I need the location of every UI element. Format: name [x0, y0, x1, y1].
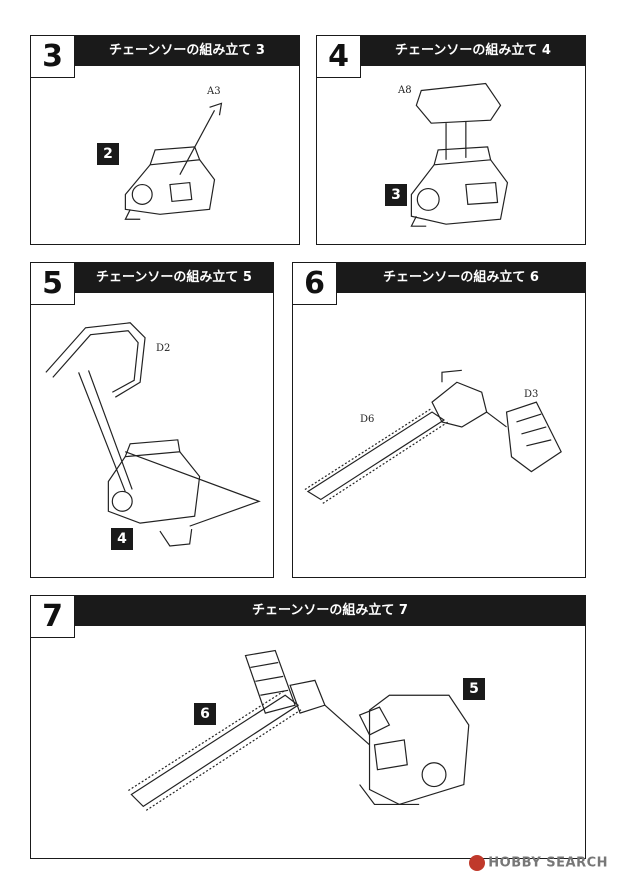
step-5-title: チェーンソーの組み立て 5: [96, 270, 252, 285]
step-7-ref-box-6: 6: [194, 703, 216, 725]
step-7-illustration: [128, 649, 470, 811]
step-6-title: チェーンソーの組み立て 6: [383, 270, 539, 285]
step-4-part-label: A8: [398, 85, 412, 96]
step-5-illustration: [45, 322, 261, 547]
step-4-header: [317, 36, 585, 66]
step-5-ref-box: 4: [111, 528, 133, 550]
step-4-panel: 4 チェーンソーの組み立て 4 A8 3: [316, 35, 586, 245]
step-6-panel: 6 チェーンソーの組み立て 6 D6 D3: [292, 262, 586, 578]
step-5-number: 5: [31, 263, 75, 305]
watermark: HOBBY SEARCH: [469, 855, 608, 871]
step-3-part-label: A3: [207, 86, 221, 97]
step-4-ref-box: 3: [385, 184, 407, 206]
step-4-title: チェーンソーの組み立て 4: [395, 43, 551, 58]
step-7-title: チェーンソーの組み立て 7: [252, 603, 408, 618]
step-7-header: [31, 596, 585, 626]
step-6-illustration: [304, 369, 562, 504]
step-5-panel: 5 チェーンソーの組み立て 5 D2 4: [30, 262, 274, 578]
step-5-part-label: D2: [156, 343, 171, 354]
step-3-illustration: [124, 102, 223, 220]
step-3-title: チェーンソーの組み立て 3: [109, 43, 265, 58]
watermark-text: HOBBY SEARCH: [488, 855, 608, 871]
step-7-panel: 7 チェーンソーの組み立て 7 6 5: [30, 595, 586, 859]
step-7-number: 7: [31, 596, 75, 638]
step-6-part-label-d6: D6: [360, 414, 375, 425]
step-3-panel: 3 チェーンソーの組み立て 3 A3 2: [30, 35, 300, 245]
step-3-header: [31, 36, 299, 66]
step-3-ref-box: 2: [97, 143, 119, 165]
step-3-number: 3: [31, 36, 75, 78]
step-4-illustration: [410, 82, 509, 227]
watermark-logo-icon: [469, 855, 486, 871]
step-6-part-label-d3: D3: [524, 389, 539, 400]
step-4-number: 4: [317, 36, 361, 78]
step-6-number: 6: [293, 263, 337, 305]
step-7-ref-box-5: 5: [463, 678, 485, 700]
step-6-header: [293, 263, 585, 293]
